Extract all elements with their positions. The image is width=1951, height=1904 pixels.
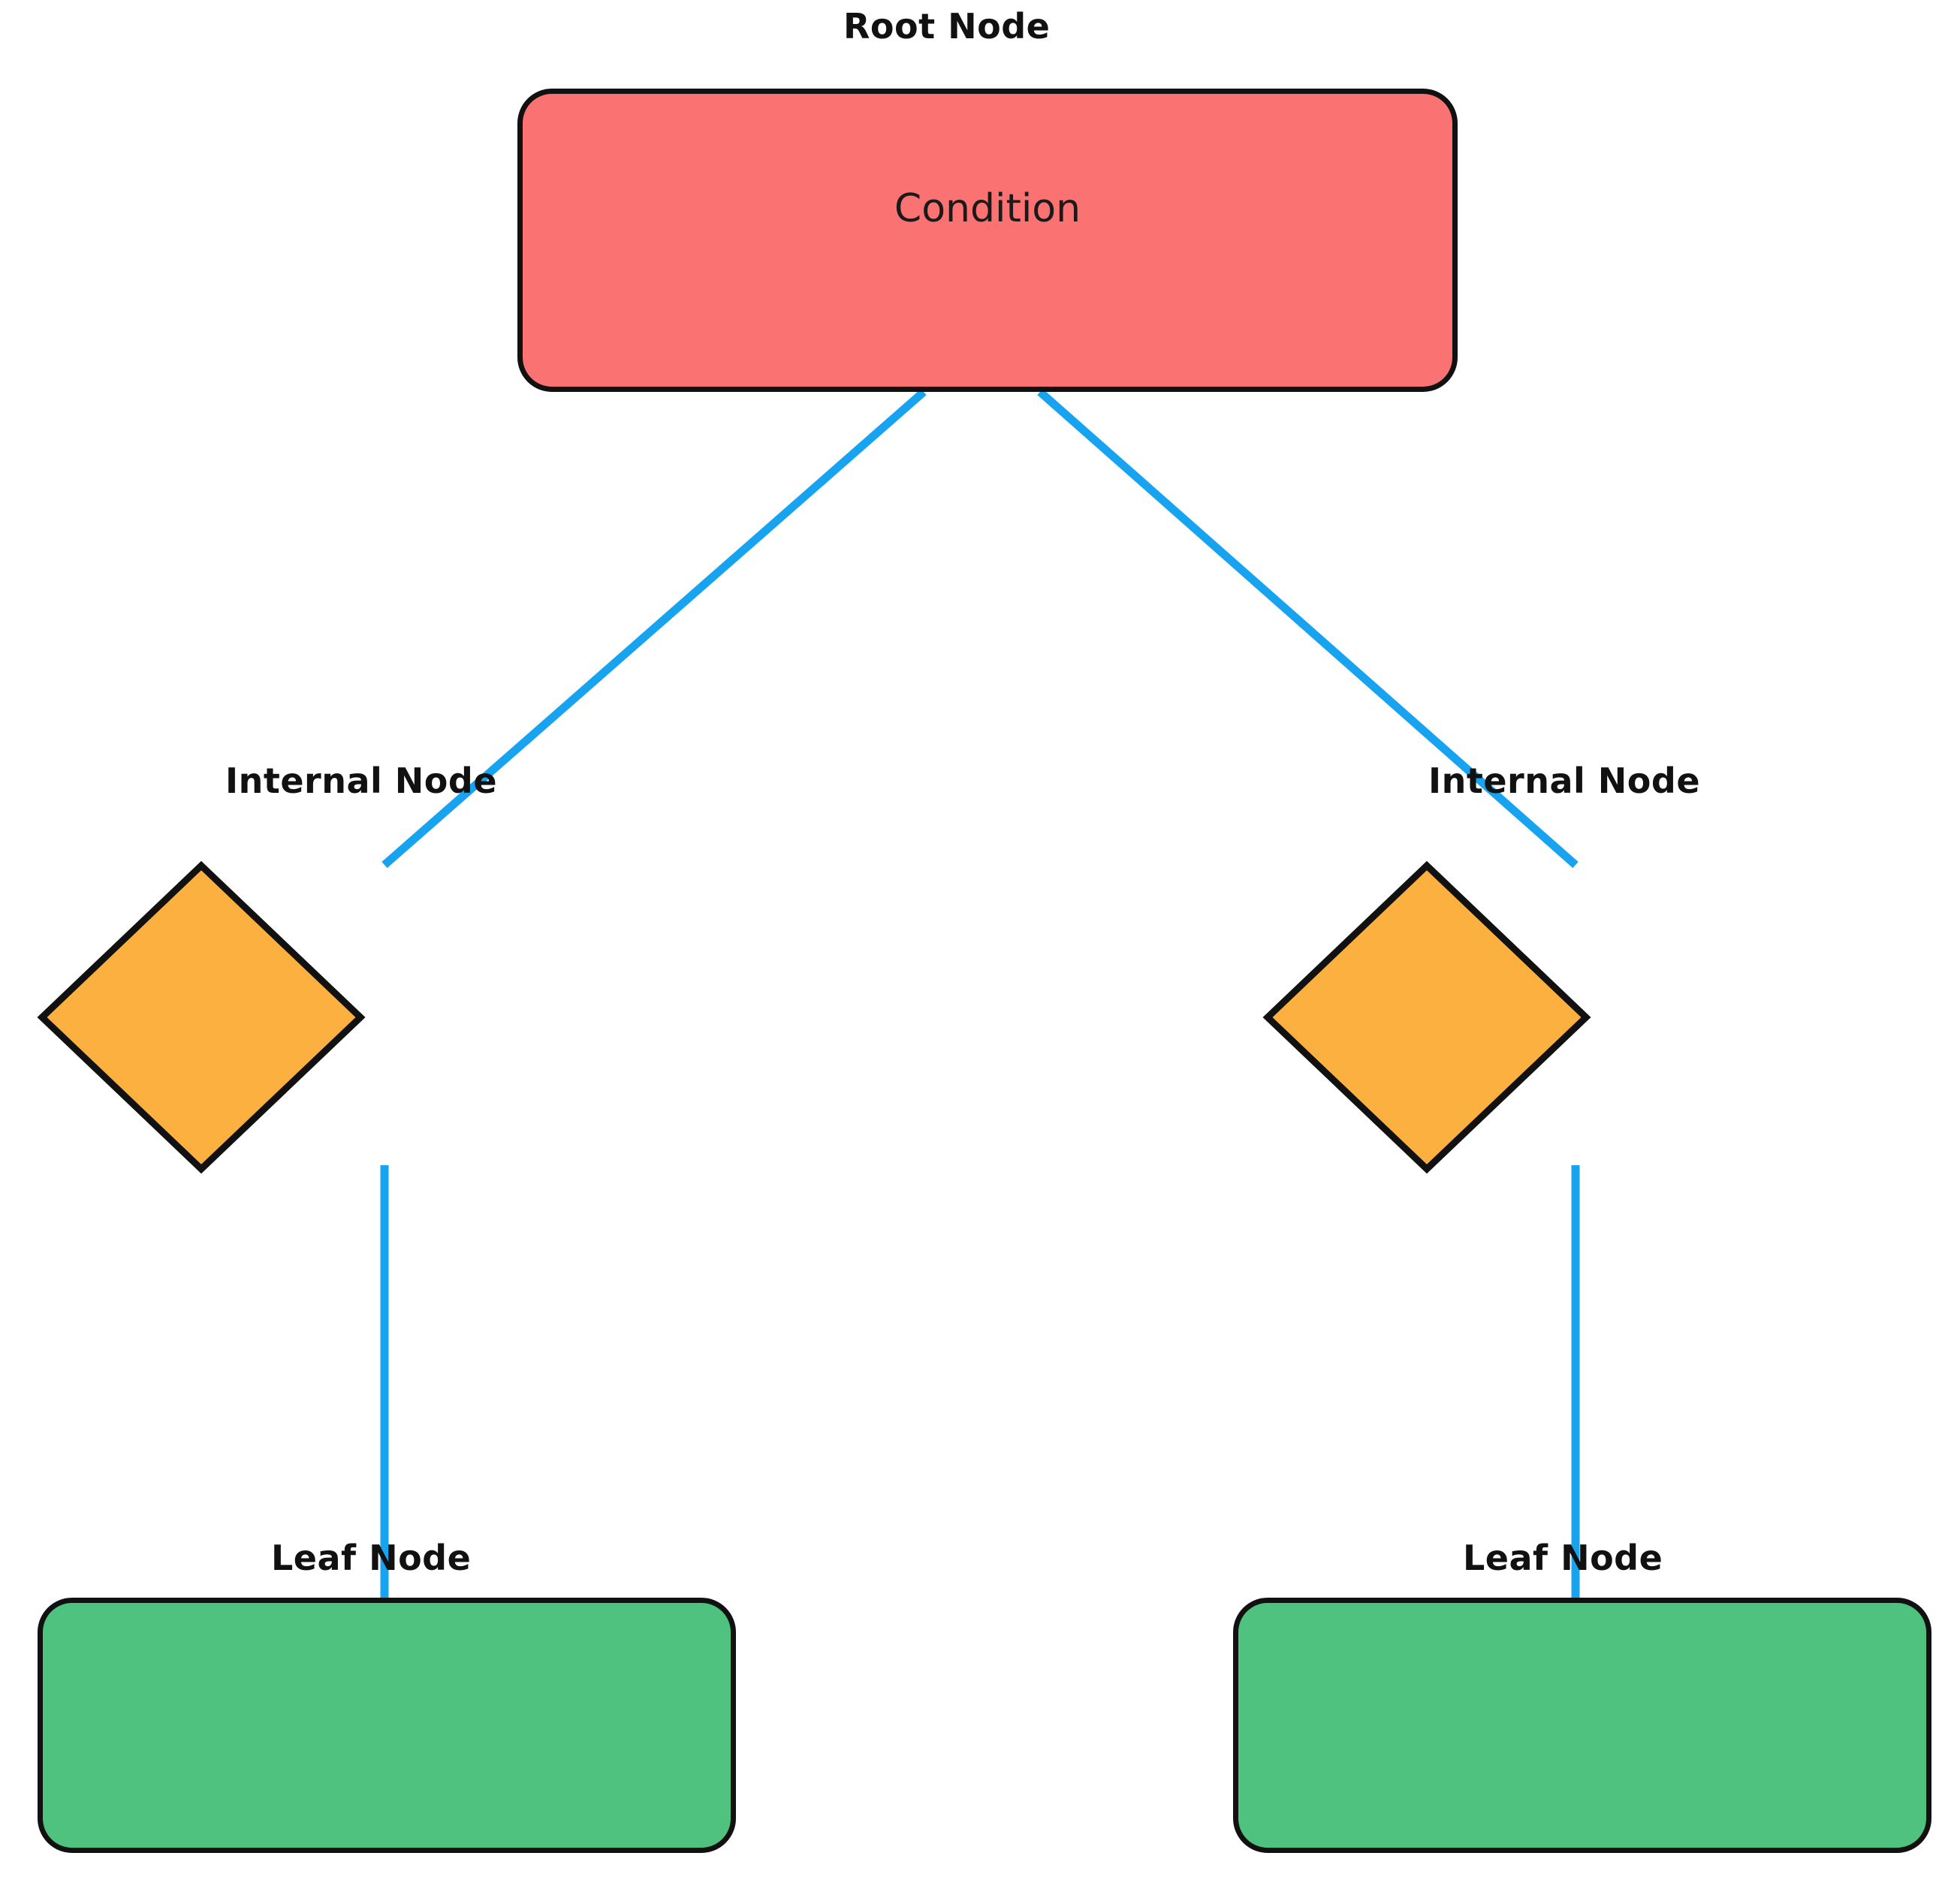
leaf-node-right-label: Leaf Node xyxy=(1463,1538,1663,1578)
root-node-shape[interactable]: Condition xyxy=(517,89,1458,392)
internal-node-right-shape[interactable] xyxy=(1262,860,1592,1175)
root-node-label: Root Node xyxy=(843,6,1051,47)
diamond-icon xyxy=(37,860,366,1174)
leaf-node-left-label: Leaf Node xyxy=(271,1538,472,1578)
root-node-condition-text: Condition xyxy=(894,186,1081,231)
internal-node-left-shape[interactable] xyxy=(36,860,366,1175)
internal-node-left-label: Internal Node xyxy=(225,761,498,801)
diamond-icon xyxy=(1262,860,1591,1174)
internal-node-right-label: Internal Node xyxy=(1428,761,1701,801)
leaf-node-left-shape[interactable] xyxy=(38,1598,736,1853)
leaf-node-right-shape[interactable] xyxy=(1233,1598,1931,1853)
